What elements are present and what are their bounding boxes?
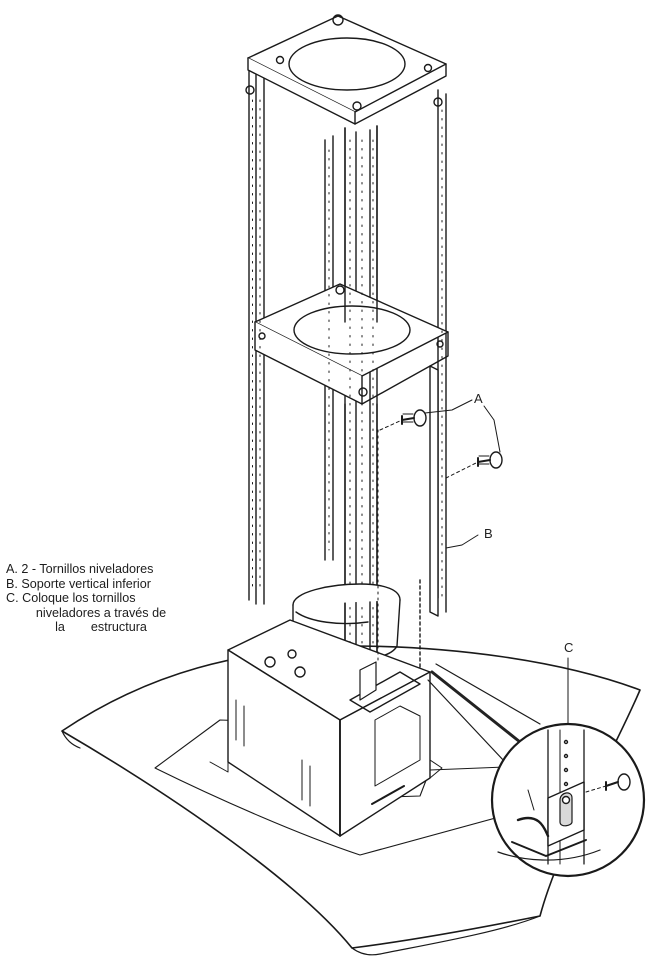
legend-item-c-line3: la estructura (6, 620, 196, 635)
callout-c: C (564, 640, 574, 655)
legend-item-a: A. 2 - Tornillos niveladores (6, 562, 154, 576)
legend-item-c-line2: niveladores a través de (35, 605, 167, 620)
post-perforations (252, 99, 443, 651)
leveling-screw-upper (401, 409, 427, 427)
legend-item-c-line3-left: la (55, 620, 65, 635)
detail-inset (490, 722, 646, 878)
callout-b: B (484, 526, 493, 541)
legend-item-c: C. Coloque los tornillos (6, 591, 136, 606)
lower-vertical-support (419, 365, 439, 701)
upper-frame (245, 14, 449, 667)
callout-leaders (424, 399, 569, 731)
legend: A. 2 - Tornillos niveladores B. Soporte … (6, 562, 216, 635)
legend-item-c-line3-right: estructura (90, 620, 147, 635)
leveling-screw-lower (477, 451, 503, 469)
zoom-leader (427, 663, 541, 763)
blower-housing (209, 619, 443, 837)
callout-a: A (474, 391, 483, 406)
legend-item-b: B. Soporte vertical inferior (6, 576, 151, 591)
